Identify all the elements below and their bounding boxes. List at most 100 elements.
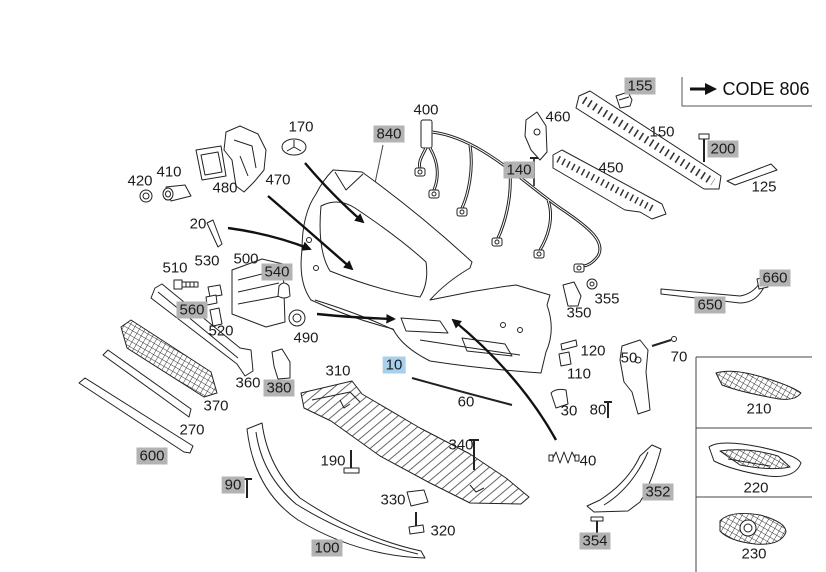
part-380-bracket: [271, 348, 291, 380]
callout-50: 50: [620, 349, 638, 367]
callout-125: 125: [751, 178, 777, 196]
callout-400: 400: [413, 101, 439, 119]
part-190-screw: [343, 450, 360, 474]
callout-600: 600: [136, 447, 168, 465]
callout-200: 200: [707, 140, 739, 158]
callout-210: 210: [746, 400, 772, 418]
callout-460: 460: [545, 108, 571, 126]
part-120-screw: [560, 339, 578, 351]
arrow-20: [227, 226, 312, 251]
callout-320: 320: [430, 522, 456, 540]
callout-170: 170: [288, 118, 314, 136]
callout-840: 840: [373, 125, 405, 143]
callout-155: 155: [624, 77, 656, 95]
callout-355: 355: [594, 290, 620, 308]
part-450-bracket: [552, 149, 667, 220]
code-box-frame: [681, 77, 812, 107]
callout-470: 470: [265, 171, 291, 189]
part-340-screw: [469, 439, 479, 470]
code-label: CODE 806: [722, 79, 810, 99]
arrow-490: [316, 312, 396, 324]
part-230-fog-insert: [719, 513, 787, 545]
callout-510: 510: [162, 259, 188, 277]
callout-450: 450: [598, 159, 624, 177]
callout-560: 560: [176, 301, 208, 319]
callout-220: 220: [743, 479, 769, 497]
callout-150: 150: [649, 123, 675, 141]
callout-190: 190: [320, 452, 346, 470]
part-60-strip: [411, 377, 513, 406]
part-355-clip: [586, 278, 598, 290]
callout-arrows: [227, 162, 558, 441]
callout-60: 60: [457, 393, 475, 411]
part-600-strip: [78, 377, 194, 454]
part-70-screw: [651, 336, 677, 347]
callout-660: 660: [759, 269, 791, 287]
part-480-holder: [195, 145, 227, 181]
callout-650: 650: [694, 296, 726, 314]
part-200-screw: [698, 133, 710, 162]
callout-80: 80: [589, 401, 607, 419]
part-470-bracket: [223, 125, 267, 193]
part-330-clip: [406, 489, 429, 507]
arrow-170: [304, 162, 365, 224]
callout-90: 90: [221, 476, 245, 494]
part-510-screw: [173, 279, 199, 290]
part-400-wiring-harness: [414, 119, 602, 273]
part-125-trim: [726, 163, 778, 186]
callout-360: 360: [235, 374, 261, 392]
callout-410: 410: [156, 163, 182, 181]
callout-530: 530: [194, 252, 220, 270]
callout-270: 270: [179, 421, 205, 439]
callout-500: 500: [233, 250, 259, 268]
part-40-spring-clip: [548, 451, 580, 464]
callout-490: 490: [293, 329, 319, 347]
callout-340: 340: [448, 436, 474, 454]
callout-420: 420: [127, 172, 153, 190]
part-20-strip: [206, 219, 223, 248]
callout-310: 310: [325, 362, 351, 380]
part-270-strip: [102, 349, 192, 418]
callout-350: 350: [566, 304, 592, 322]
callout-110: 110: [567, 365, 591, 383]
detail-panel-frame: [695, 356, 812, 572]
callout-230: 230: [741, 545, 767, 563]
part-150-bracket: [575, 90, 722, 190]
callout-480: 480: [212, 179, 238, 197]
callout-40: 40: [579, 452, 597, 470]
part-410-sensor: [162, 184, 192, 202]
part-110-clip: [558, 351, 572, 367]
callout-352: 352: [642, 483, 674, 501]
part-560-clip: [205, 294, 218, 306]
callout-20: 20: [189, 215, 207, 233]
callout-70: 70: [670, 348, 688, 366]
callout-540: 540: [261, 263, 293, 281]
callout-380: 380: [263, 379, 295, 397]
part-490-sensor: [288, 309, 306, 327]
callout-100: 100: [311, 539, 343, 557]
arrow-40: [451, 318, 558, 441]
part-370-grille: [120, 319, 218, 398]
callout-10: 10: [382, 356, 406, 374]
part-520-clip: [209, 307, 223, 327]
callout-354: 354: [579, 532, 611, 550]
part-30-cover: [550, 388, 569, 409]
part-210-grille-insert: [715, 370, 802, 400]
arrow-470: [267, 195, 354, 271]
part-220-fog-bezel: [708, 442, 802, 477]
callout-520: 520: [208, 322, 234, 340]
part-80-screw: [604, 401, 612, 418]
part-354-screw: [590, 516, 604, 533]
part-100-lip-spoiler: [246, 422, 426, 559]
part-530-clip: [207, 284, 223, 298]
part-350-bracket: [562, 281, 582, 307]
callout-30: 30: [560, 402, 578, 420]
part-540-clip: [277, 282, 291, 299]
callout-140: 140: [503, 161, 535, 179]
part-310-underbody-panel: [300, 380, 530, 505]
part-420-ring: [139, 189, 153, 203]
part-170-emblem: [281, 138, 307, 156]
part-460-bracket: [524, 111, 548, 161]
